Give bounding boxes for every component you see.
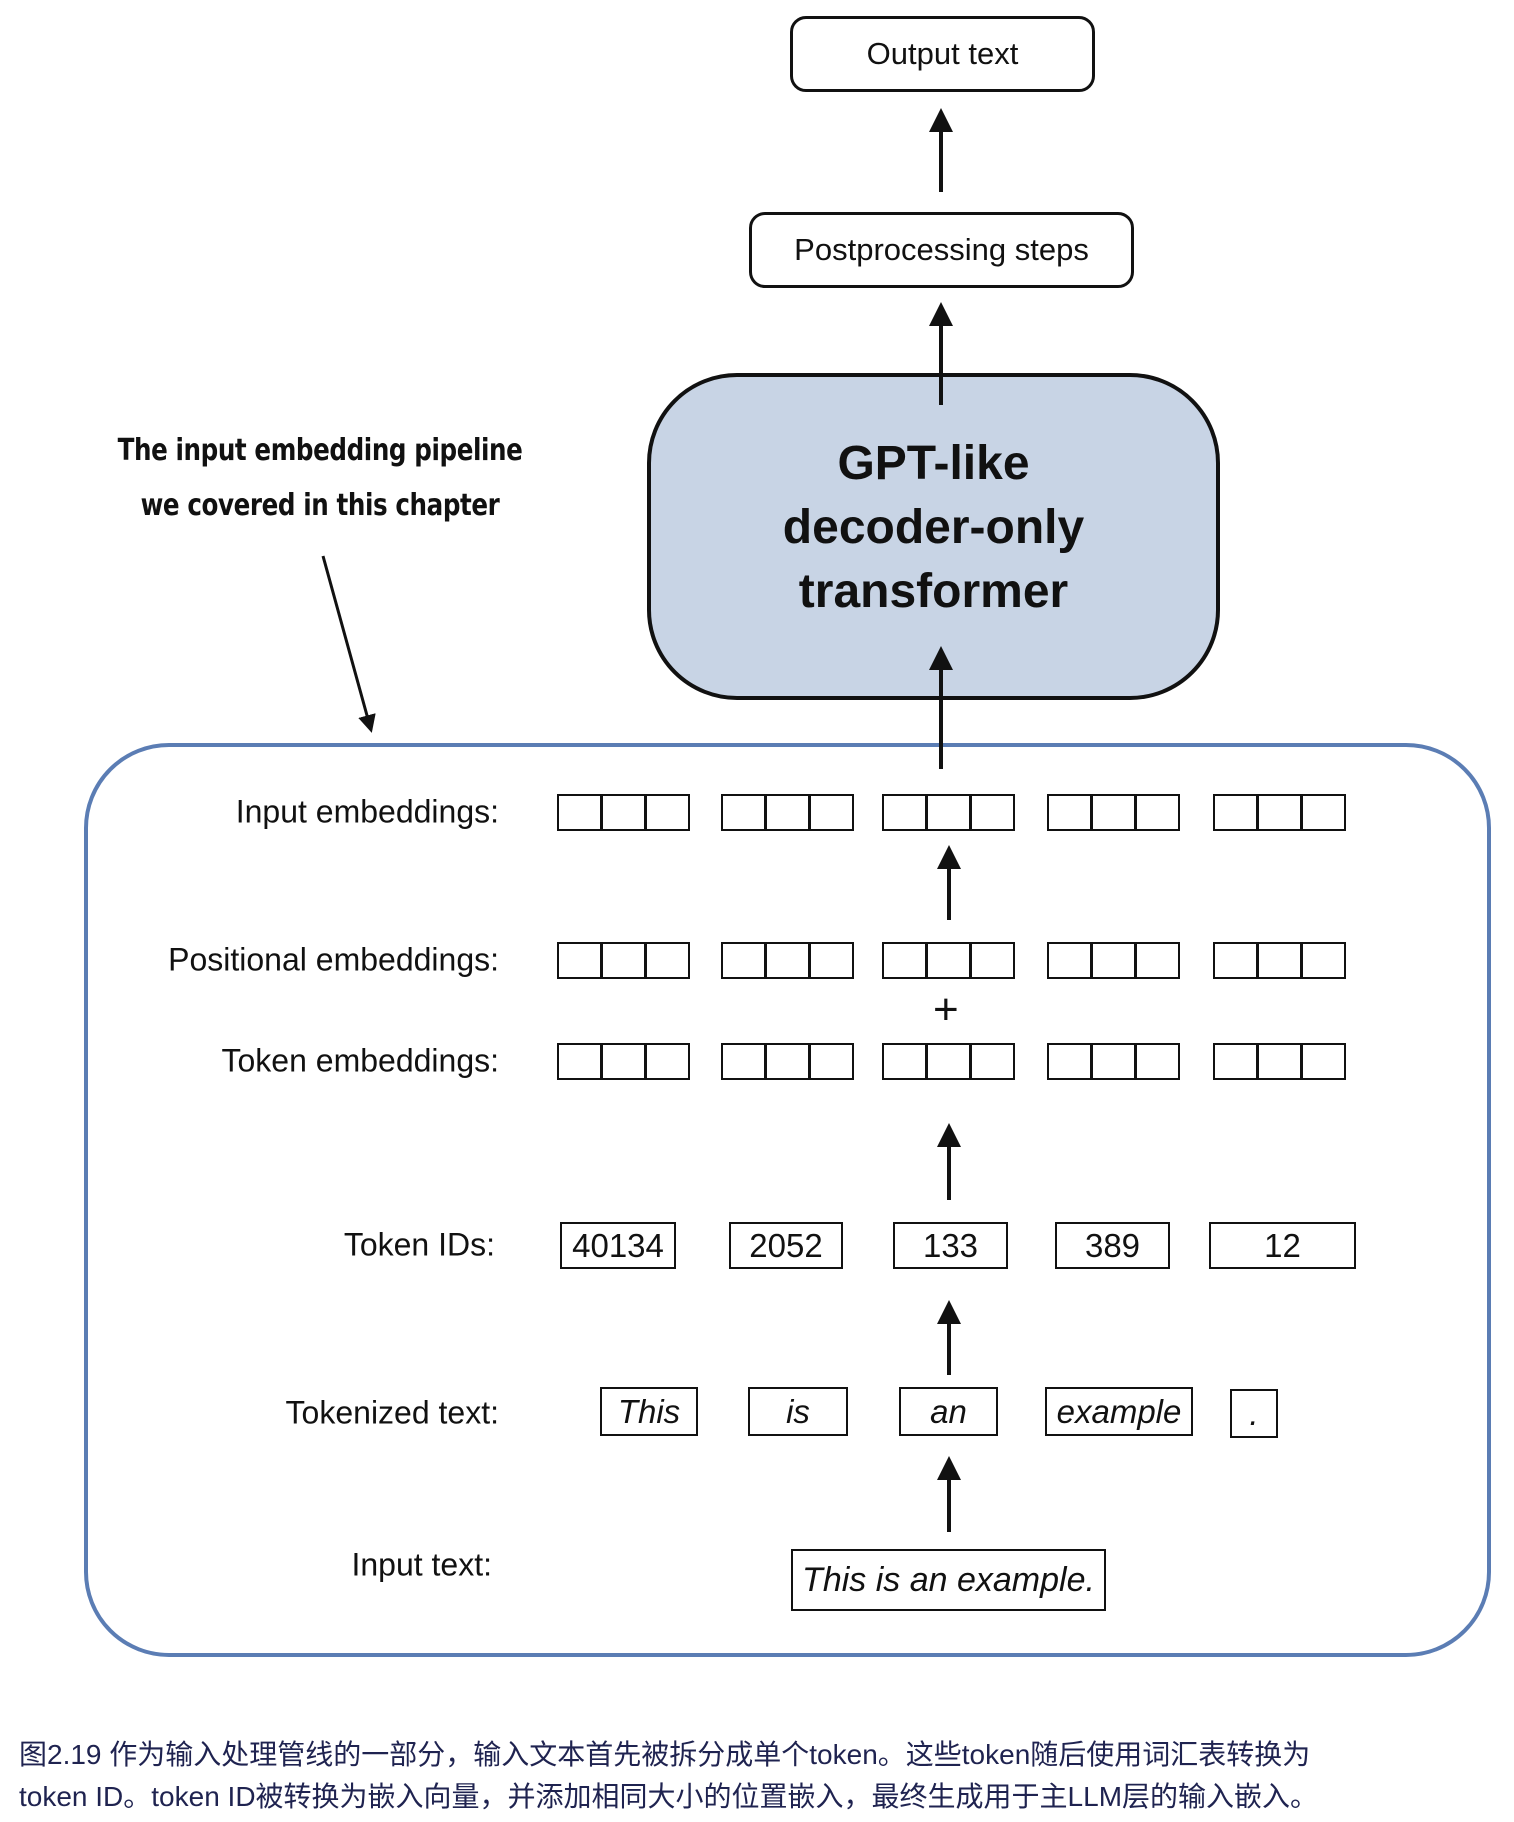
- token-embedding-cell: [970, 1043, 1015, 1080]
- token-box: example: [1045, 1387, 1193, 1436]
- input-embedding-cell: [1091, 794, 1136, 831]
- annotation-line-1: The input embedding pipeline: [117, 433, 523, 468]
- input-embeddings-label: Input embeddings:: [235, 793, 499, 830]
- input-embedding-cell: [1135, 794, 1180, 831]
- input-embedding-cell: [601, 794, 646, 831]
- plus-sign: +: [933, 985, 959, 1034]
- token-id-box: 12: [1209, 1222, 1356, 1269]
- annotation-line-2: we covered in this chapter: [140, 488, 500, 523]
- token-id-box: 389: [1055, 1222, 1170, 1269]
- input-embedding-cell: [882, 794, 927, 831]
- token-embedding-cell: [1135, 1043, 1180, 1080]
- gpt-model-box: [647, 373, 1220, 700]
- embedding-pipeline-frame: [84, 743, 1491, 1657]
- positional-embedding-cell: [1091, 942, 1136, 979]
- postprocessing-box: Postprocessing steps: [749, 212, 1134, 288]
- input-embedding-cell: [809, 794, 854, 831]
- figure-caption-line-1: 图2.19 作为输入处理管线的一部分，输入文本首先被拆分成单个token。这些t…: [19, 1739, 1311, 1770]
- positional-embedding-cell: [765, 942, 810, 979]
- positional-embedding-cell: [1301, 942, 1346, 979]
- positional-embedding-cell: [721, 942, 766, 979]
- positional-embedding-cell: [1047, 942, 1092, 979]
- token-embedding-cell: [882, 1043, 927, 1080]
- positional-embedding-cell: [645, 942, 690, 979]
- token-box: .: [1230, 1389, 1278, 1438]
- input-embedding-cell: [1301, 794, 1346, 831]
- positional-embedding-cell: [882, 942, 927, 979]
- positional-embedding-cell: [926, 942, 971, 979]
- token-ids-label: Token IDs:: [343, 1226, 495, 1263]
- token-embedding-cell: [765, 1043, 810, 1080]
- positional-embedding-cell: [1257, 942, 1302, 979]
- token-id-box: 2052: [729, 1222, 843, 1269]
- token-embedding-cell: [721, 1043, 766, 1080]
- token-embedding-cell: [1257, 1043, 1302, 1080]
- token-embedding-cell: [1213, 1043, 1258, 1080]
- token-box: an: [899, 1387, 998, 1436]
- positional-embedding-cell: [970, 942, 1015, 979]
- output-text-box: Output text: [790, 16, 1095, 92]
- token-embedding-cell: [645, 1043, 690, 1080]
- positional-embeddings-label: Positional embeddings:: [168, 941, 499, 978]
- input-embedding-cell: [1257, 794, 1302, 831]
- input-embedding-cell: [721, 794, 766, 831]
- input-embedding-cell: [1213, 794, 1258, 831]
- token-embedding-cell: [557, 1043, 602, 1080]
- input-embedding-cell: [557, 794, 602, 831]
- positional-embedding-cell: [601, 942, 646, 979]
- positional-embedding-cell: [1213, 942, 1258, 979]
- token-embedding-cell: [926, 1043, 971, 1080]
- output-text-label: Output text: [866, 36, 1019, 71]
- input-text-label: Input text:: [351, 1546, 492, 1583]
- input-embedding-cell: [926, 794, 971, 831]
- model-title-line-2: decoder-only: [782, 501, 1085, 554]
- figure-caption-line-2: token ID。token ID被转换为嵌入向量，并添加相同大小的位置嵌入，最…: [19, 1781, 1319, 1812]
- model-title-line-3: transformer: [798, 565, 1069, 618]
- token-id-box: 133: [893, 1222, 1008, 1269]
- input-embedding-cell: [970, 794, 1015, 831]
- positional-embedding-cell: [557, 942, 602, 979]
- token-box: is: [748, 1387, 848, 1436]
- token-embedding-cell: [1301, 1043, 1346, 1080]
- postprocessing-label: Postprocessing steps: [794, 232, 1089, 267]
- tokenized-text-label: Tokenized text:: [285, 1394, 499, 1431]
- model-title-line-1: GPT-like: [837, 437, 1030, 490]
- token-embedding-cell: [1091, 1043, 1136, 1080]
- input-embedding-cell: [765, 794, 810, 831]
- token-embeddings-label: Token embeddings:: [221, 1042, 499, 1079]
- positional-embedding-cell: [809, 942, 854, 979]
- input-embedding-cell: [1047, 794, 1092, 831]
- token-id-box: 40134: [560, 1222, 676, 1269]
- input-embedding-cell: [645, 794, 690, 831]
- positional-embedding-cell: [1135, 942, 1180, 979]
- token-embedding-cell: [809, 1043, 854, 1080]
- annotation-arrow-icon: [321, 555, 376, 733]
- token-embedding-cell: [1047, 1043, 1092, 1080]
- token-box: This: [600, 1387, 698, 1436]
- token-embedding-cell: [601, 1043, 646, 1080]
- input-text-box: This is an example.: [791, 1549, 1106, 1611]
